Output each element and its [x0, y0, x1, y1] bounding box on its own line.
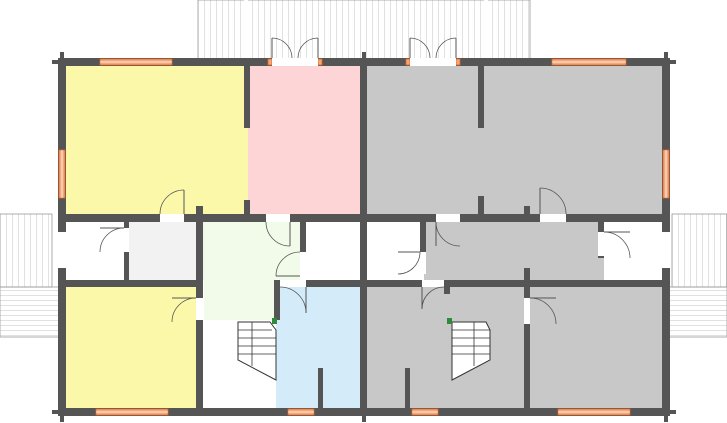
terraces — [0, 0, 727, 338]
room-yellow-top-left — [66, 66, 248, 214]
window-top-east-1 — [405, 58, 411, 66]
terrace-top — [197, 0, 531, 63]
staircases — [237, 318, 491, 381]
entrance-left — [58, 232, 66, 268]
room-yellow-bottom-left — [66, 286, 198, 409]
doors — [99, 37, 631, 325]
room-pink-top — [248, 66, 360, 214]
window-top-east-2 — [455, 58, 461, 66]
windows — [58, 58, 670, 416]
corridor-west-left — [66, 222, 128, 280]
staircase-east — [447, 318, 491, 381]
terrace-door-right — [410, 58, 456, 66]
porch-left-steps — [0, 286, 61, 338]
corridor-east-right — [604, 222, 662, 280]
entrance-right — [662, 232, 670, 268]
terrace-top-gap-right — [484, 0, 488, 62]
porch-right-steps — [665, 286, 727, 338]
porch-right — [671, 213, 727, 288]
corridor-west-mid — [300, 222, 360, 280]
window-top-pink-1 — [267, 58, 273, 66]
window-top-pink-2 — [317, 58, 323, 66]
porch-left — [0, 213, 53, 288]
terrace-door-left — [272, 58, 318, 66]
room-fills — [66, 66, 662, 409]
terrace-top-gap-left — [244, 0, 248, 62]
room-light-gray-hall — [128, 222, 204, 280]
corridor-east-left — [366, 222, 424, 280]
staircase-west — [237, 318, 277, 381]
